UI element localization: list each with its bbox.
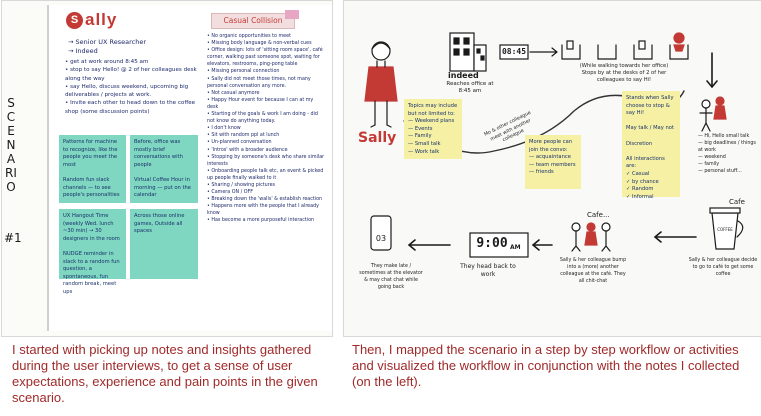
coffee-cup-icon <box>709 207 744 250</box>
persona-name-label: Sally <box>358 130 397 146</box>
elevator-panel-icon <box>370 215 392 251</box>
sticky-note-colleague-behaviour: Stands when Sally choose to stop & say H… <box>622 91 680 200</box>
sticky-note-topics: Topics may include but not limited to: —… <box>404 99 462 159</box>
scenario-vertical-label: SCENARIO <box>5 96 17 194</box>
right-caption: Then, I mapped the scenario in a step by… <box>352 342 740 389</box>
arrow-left-2 <box>531 239 553 251</box>
colleague-desks-icon <box>561 32 689 60</box>
persona-notes-text: • get at work around 8:45 am • stop to s… <box>65 59 197 115</box>
persona-initial-badge: S <box>66 12 83 29</box>
sticky-note-more-people: More people can join the convo: — acquai… <box>525 135 581 189</box>
caption-cafe-meeting: Sally & her colleague bump into a (more)… <box>559 258 627 284</box>
colleague-figures-icon <box>699 96 727 132</box>
casual-collision-title: Casual Collision <box>211 13 295 29</box>
sticky-note-virtual-coffee: Before, office was mostly brief conversa… <box>130 135 198 203</box>
office-building-icon <box>449 32 487 72</box>
elevator-number: 03 <box>375 234 387 243</box>
sticky-note-patterns: Patterns for machine to recognize, like … <box>59 135 126 203</box>
arrow-left-3 <box>407 239 451 251</box>
scenario-number-label: #1 <box>4 231 22 245</box>
arrow-left-1 <box>653 231 697 243</box>
notes-board-photo: SCENARIO #1 S ally → Senior UX Researche… <box>1 0 333 337</box>
desk-stop-note: (While walking towards her office) Stops… <box>579 63 669 83</box>
arrow-down-right <box>706 52 718 89</box>
casual-collision-accent <box>285 10 299 19</box>
caption-go-to-cafe: Sally & her colleague decide to go to ca… <box>688 258 758 277</box>
clock-0900-frame <box>469 232 529 258</box>
indeed-label: indeed <box>448 71 479 80</box>
clock-0845-frame <box>499 44 529 60</box>
cafe-meeting-label: Cafe... <box>587 211 610 219</box>
clock-0845-text: 08:45 <box>501 47 527 56</box>
sticky-note-ux-hangout: UX Hangout Time (weekly Wed. lunch ~30 m… <box>59 209 126 295</box>
casual-collision-notes: • No organic opportunities to meet • Mis… <box>207 34 325 224</box>
left-caption: I started with picking up notes and insi… <box>12 342 318 405</box>
persona-company: → Indeed <box>68 47 98 55</box>
cafe-label: Cafe <box>729 198 745 206</box>
persona-role: → Senior UX Researcher <box>68 38 147 46</box>
side-list-text: — Hi, Hello small talk — big deadlines /… <box>698 134 756 174</box>
workflow-board-photo: Sally indeed Reaches office at 8:45 am 0… <box>343 0 761 337</box>
sally-figure-icon <box>364 41 398 128</box>
reaches-office-text: Reaches office at 8:45 am <box>446 81 494 94</box>
clock-0900-suffix: AM <box>510 244 521 251</box>
coffee-cup-text: COFFEE <box>717 227 733 232</box>
cafe-meeting-figures-icon <box>571 222 611 252</box>
caption-elevator: They make late / sometimes at the elevat… <box>359 264 423 290</box>
caption-head-back: They head back to work <box>460 263 516 278</box>
sticky-note-online-games: Across those online games, Outside all s… <box>130 209 198 279</box>
persona-name-heading: ally <box>85 10 118 29</box>
clock-0900-text: 9:00 <box>476 236 508 251</box>
arrow-to-desks <box>529 47 558 57</box>
workflow-sketch <box>364 32 744 258</box>
